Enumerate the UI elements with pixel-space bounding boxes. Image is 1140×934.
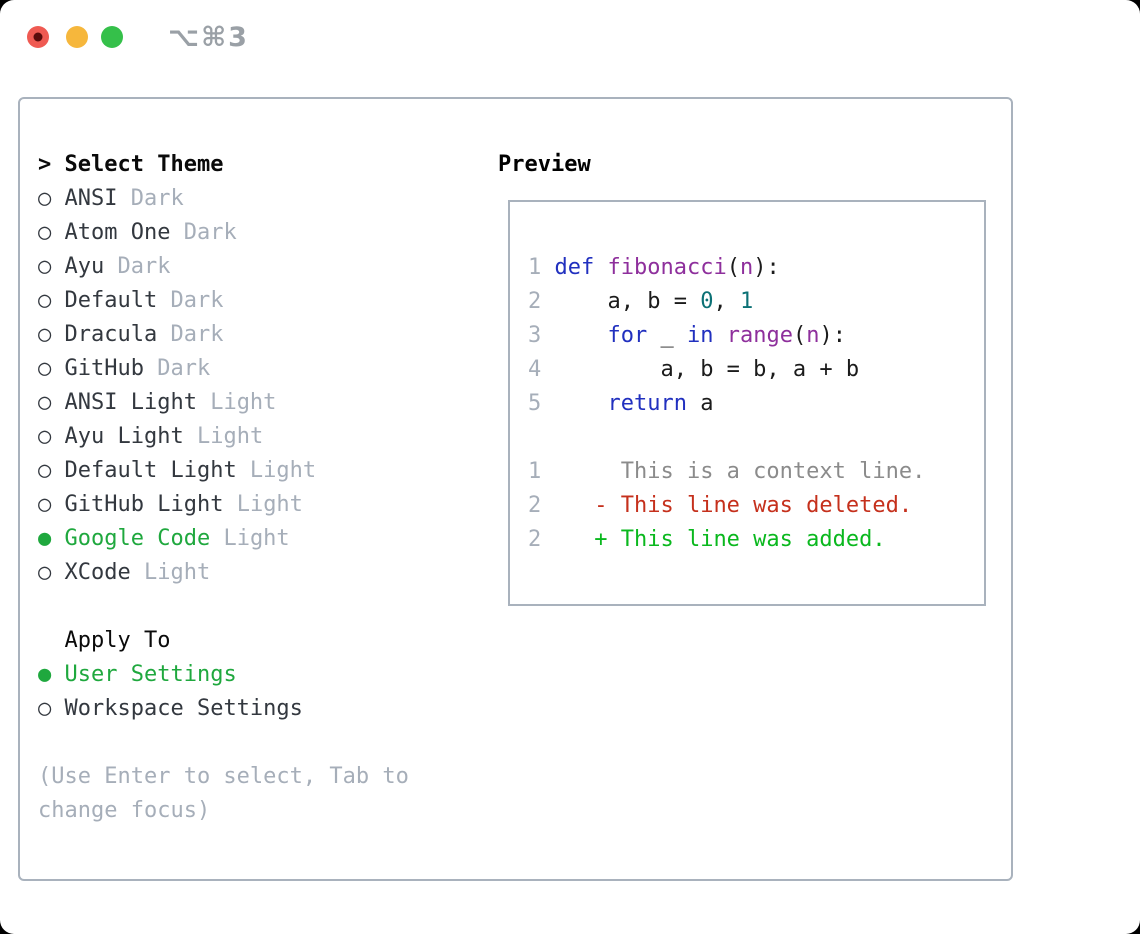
apply-to-title: Apply To [38, 624, 435, 658]
line-number: 1 [528, 459, 555, 484]
theme-name: Google Code [64, 526, 211, 551]
theme-list-title: > Select Theme [38, 148, 435, 182]
line-number: 5 [528, 391, 555, 416]
theme-variant: Light [183, 424, 264, 449]
apply-to-title-text: Apply To [38, 628, 171, 653]
theme-option-xcode[interactable]: ○ XCode Light [38, 556, 435, 590]
radio-unselected-icon: ○ [38, 254, 65, 279]
theme-variant: Dark [117, 186, 184, 211]
apply-option-user-settings[interactable]: ● User Settings [38, 658, 435, 692]
code-line: 1 def fibonacci(n): [528, 255, 780, 280]
theme-name: ANSI [64, 186, 118, 211]
radio-unselected-icon: ○ [38, 458, 65, 483]
radio-unselected-icon: ○ [38, 560, 65, 585]
titlebar: ⌥⌘3 [0, 0, 1140, 70]
radio-unselected-icon: ○ [38, 220, 65, 245]
preview-box: 1 def fibonacci(n): 2 a, b = 0, 1 3 for _ … [508, 200, 986, 606]
code-line: 3 for _ in range(n): [528, 323, 846, 348]
radio-unselected-icon: ○ [38, 288, 65, 313]
theme-list-title-text: Select Theme [64, 152, 224, 177]
radio-unselected-icon: ○ [38, 186, 65, 211]
radio-unselected-icon: ○ [38, 356, 65, 381]
radio-unselected-icon: ○ [38, 390, 65, 415]
theme-option-ansi-light[interactable]: ○ ANSI Light Light [38, 386, 435, 420]
theme-name: XCode [64, 560, 131, 585]
focus-caret-icon: > [38, 152, 65, 177]
theme-name: Default [64, 288, 158, 313]
theme-option-default[interactable]: ○ Default Dark [38, 284, 435, 318]
theme-variant: Dark [157, 288, 224, 313]
preview-title: Preview [498, 152, 591, 177]
minimize-button[interactable] [66, 26, 88, 48]
code-line: 1 This is a context line. [528, 459, 926, 484]
theme-variant: Dark [104, 254, 171, 279]
radio-unselected-icon: ○ [38, 696, 65, 721]
radio-unselected-icon: ○ [38, 322, 65, 347]
theme-option-default-light[interactable]: ○ Default Light Light [38, 454, 435, 488]
theme-option-github[interactable]: ○ GitHub Dark [38, 352, 435, 386]
theme-option-github-light[interactable]: ○ GitHub Light Light [38, 488, 435, 522]
theme-option-ayu[interactable]: ○ Ayu Dark [38, 250, 435, 284]
theme-variant: Light [236, 458, 317, 483]
line-number: 2 [528, 527, 555, 552]
line-number: 2 [528, 289, 555, 314]
theme-option-dracula[interactable]: ○ Dracula Dark [38, 318, 435, 352]
theme-variant: Dark [157, 322, 224, 347]
close-dot-icon [33, 32, 43, 42]
line-number: 1 [528, 255, 555, 280]
radio-selected-icon: ● [38, 662, 65, 687]
line-number: 4 [528, 357, 555, 382]
theme-variant: Light [196, 390, 277, 415]
theme-name: GitHub [64, 356, 144, 381]
zoom-button[interactable] [101, 26, 123, 48]
close-button[interactable] [27, 26, 49, 48]
spacer [38, 590, 435, 624]
theme-option-atom-one[interactable]: ○ Atom One Dark [38, 216, 435, 250]
apply-option-label: Workspace Settings [64, 696, 303, 721]
theme-name: GitHub Light [64, 492, 224, 517]
theme-variant: Dark [143, 356, 211, 381]
code-line: 2 - This line was deleted. [528, 493, 913, 518]
theme-variant: Dark [170, 220, 237, 245]
theme-option-ansi[interactable]: ○ ANSI Dark [38, 182, 435, 216]
code-line: 2 + This line was added. [528, 527, 886, 552]
keyboard-hint: (Use Enter to select, Tab to change focu… [38, 764, 409, 823]
radio-selected-icon: ● [38, 526, 65, 551]
theme-name: Ayu Light [64, 424, 184, 449]
theme-list: > Select Theme○ ANSI Dark○ Atom One Dark… [38, 148, 435, 828]
window-shortcut-label: ⌥⌘3 [168, 22, 249, 53]
code-line: 5 return a [528, 391, 714, 416]
theme-name: Default Light [64, 458, 237, 483]
line-number: 2 [528, 493, 555, 518]
line-number: 3 [528, 323, 555, 348]
apply-option-workspace-settings[interactable]: ○ Workspace Settings [38, 692, 435, 726]
apply-option-label: User Settings [64, 662, 237, 687]
theme-name: ANSI Light [64, 390, 197, 415]
radio-unselected-icon: ○ [38, 492, 65, 517]
theme-option-ayu-light[interactable]: ○ Ayu Light Light [38, 420, 435, 454]
theme-name: Ayu [64, 254, 105, 279]
code-preview: 1 def fibonacci(n): 2 a, b = 0, 1 3 for _ … [528, 251, 925, 557]
code-line: 2 a, b = 0, 1 [528, 289, 754, 314]
code-blank-line [528, 421, 925, 455]
theme-variant: Light [223, 492, 303, 517]
theme-variant: Light [210, 526, 290, 551]
theme-name: Dracula [64, 322, 158, 347]
theme-option-google-code[interactable]: ● Google Code Light [38, 522, 435, 556]
theme-name: Atom One [64, 220, 171, 245]
radio-unselected-icon: ○ [38, 424, 65, 449]
spacer [38, 726, 435, 760]
code-line: 4 a, b = b, a + b [528, 357, 860, 382]
theme-variant: Light [130, 560, 211, 585]
